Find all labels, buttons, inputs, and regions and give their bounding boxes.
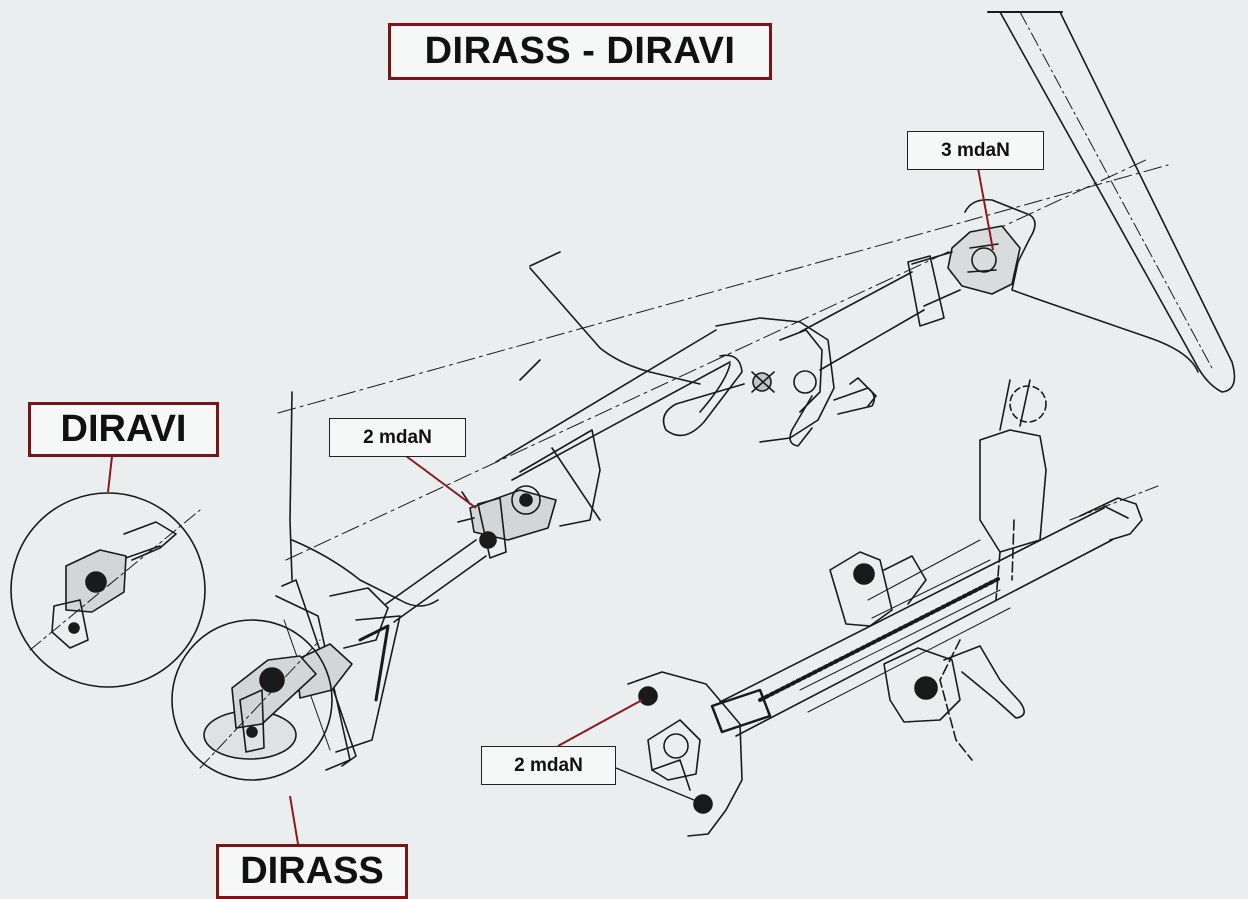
diravi-label: DIRAVI	[28, 402, 219, 457]
leader-lines	[107, 167, 994, 845]
leader-column-mounting-lower	[615, 767, 695, 801]
leader-diravi	[107, 455, 113, 493]
torque-label-column-mounting: 2 mdaN	[481, 746, 616, 785]
dirass-detail	[171, 619, 333, 781]
leader-steering-wheel-nut	[977, 167, 994, 251]
torque-label-steering-wheel-nut: 3 mdaN	[907, 131, 1044, 170]
leader-column-mounting	[557, 699, 643, 747]
diagram-title: DIRASS - DIRAVI	[388, 23, 772, 80]
diravi-detail	[10, 492, 206, 688]
upper-steering-column	[275, 225, 1021, 771]
steering-wheel	[964, 11, 1236, 393]
leader-dirass	[289, 795, 299, 845]
leader-column-universal-joint	[405, 455, 477, 509]
lower-steering-column	[627, 379, 1159, 837]
torque-label-column-universal-joint: 2 mdaN	[329, 418, 466, 457]
dirass-label: DIRASS	[216, 844, 408, 899]
column-centerline	[277, 157, 1169, 561]
